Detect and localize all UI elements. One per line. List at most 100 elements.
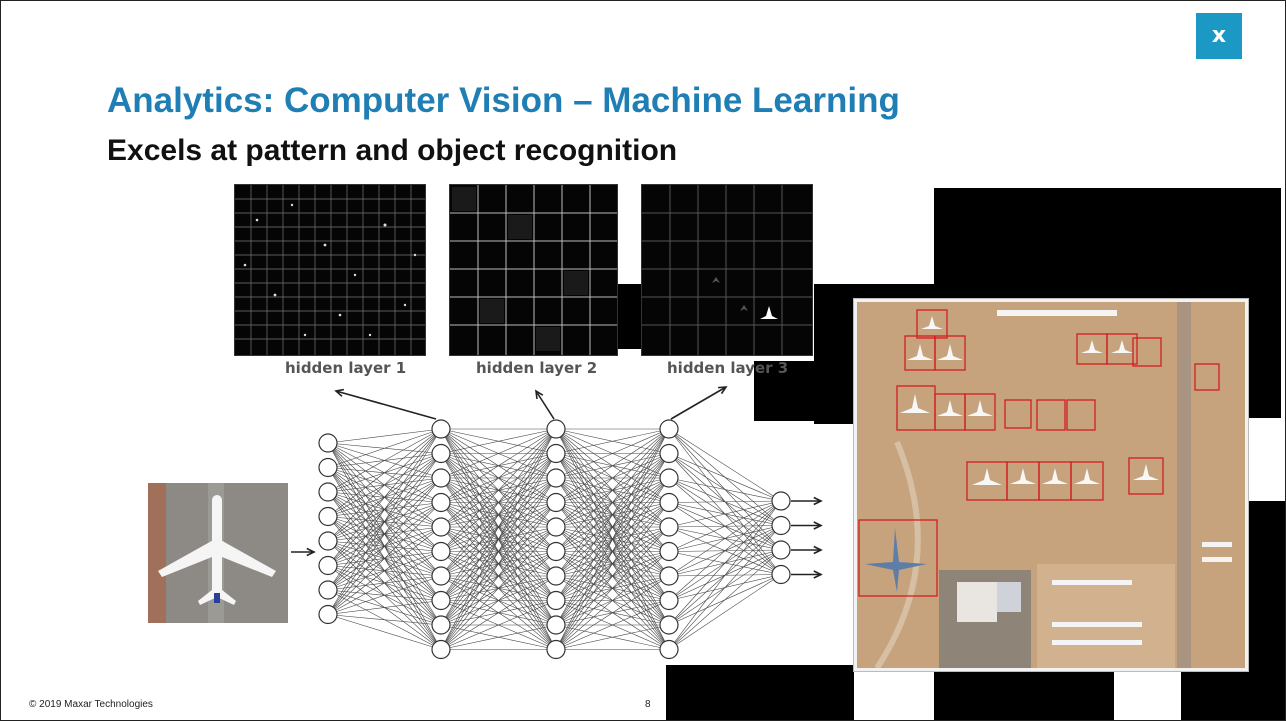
network-node <box>318 482 338 502</box>
network-edge <box>327 453 442 615</box>
network-edge <box>327 614 442 650</box>
footer-copyright: © 2019 Maxar Technologies <box>29 699 153 710</box>
network-node <box>771 515 791 536</box>
network-edge <box>555 526 670 650</box>
network-edge <box>555 428 670 626</box>
network-edge <box>668 574 782 650</box>
network-node <box>318 531 338 551</box>
network-edge <box>668 500 782 528</box>
network-node <box>659 419 679 439</box>
network-edge <box>555 502 670 650</box>
network-edge <box>555 477 670 650</box>
background-block <box>1242 298 1281 418</box>
network-edge <box>668 500 782 552</box>
background-block <box>666 665 854 720</box>
network-node <box>771 564 791 585</box>
network-edge <box>327 600 442 615</box>
background-block <box>934 665 1114 720</box>
background-block <box>1181 665 1285 720</box>
network-edge <box>555 575 670 650</box>
network-edge <box>440 428 557 626</box>
background-block <box>754 361 854 421</box>
network-edge <box>440 526 557 650</box>
input-airplane-image <box>148 483 288 623</box>
network-node <box>318 433 338 453</box>
hidden-layer-label: hidden layer 1 <box>285 359 407 377</box>
satellite-detection-image <box>854 299 1248 671</box>
feature-map-arrow-icon <box>535 389 555 420</box>
network-edge <box>327 428 442 468</box>
network-node <box>546 615 566 635</box>
network-edge <box>555 428 670 479</box>
network-node <box>659 541 679 562</box>
network-edge <box>555 428 670 552</box>
network-edge <box>555 428 670 503</box>
network-node <box>431 443 451 464</box>
network-edge <box>440 428 557 503</box>
network-edge <box>440 428 557 454</box>
network-node <box>546 468 566 488</box>
network-edge <box>440 428 557 650</box>
network-node <box>659 517 679 537</box>
network-node <box>659 590 679 611</box>
network-edge <box>440 428 557 479</box>
network-edge <box>327 477 442 615</box>
network-edge <box>440 502 557 650</box>
network-node <box>659 566 679 586</box>
network-edge <box>327 551 442 615</box>
network-node <box>431 419 451 439</box>
output-arrow-icon <box>791 545 823 555</box>
hidden-layer-label: hidden layer 3 <box>667 359 789 377</box>
network-node <box>771 540 791 560</box>
hidden-layer-label: hidden layer 2 <box>476 359 598 377</box>
network-edge <box>440 477 557 650</box>
network-node <box>546 566 566 586</box>
output-arrow-icon <box>791 521 823 530</box>
output-arrow-icon <box>791 570 823 579</box>
network-edge <box>327 428 442 493</box>
network-edge <box>668 525 782 650</box>
network-edge <box>668 500 782 650</box>
network-edge <box>668 453 782 502</box>
network-node <box>546 590 566 611</box>
network-node <box>431 615 451 635</box>
network-edge <box>327 428 442 542</box>
network-node <box>431 492 451 513</box>
network-edge <box>327 428 442 444</box>
network-edge <box>668 477 782 502</box>
network-edge <box>327 526 442 615</box>
page-number: 8 <box>645 699 651 710</box>
network-edge <box>668 500 782 626</box>
network-edge <box>440 428 557 601</box>
network-edge <box>555 453 670 650</box>
network-edge <box>327 428 442 517</box>
network-node <box>659 639 679 660</box>
network-node <box>431 517 451 537</box>
network-node <box>546 492 566 513</box>
network-edge <box>440 428 557 528</box>
network-node <box>318 555 338 576</box>
network-node <box>431 566 451 586</box>
feature-map-arrow-icon <box>670 386 728 420</box>
network-node <box>659 492 679 513</box>
input-arrow-icon <box>291 547 316 557</box>
network-node <box>318 580 338 600</box>
network-edge <box>327 502 442 615</box>
network-edge <box>555 428 670 454</box>
network-edge <box>327 428 442 591</box>
network-edge <box>440 453 557 650</box>
maxar-logo: x <box>1196 13 1242 59</box>
network-edge <box>327 428 442 566</box>
network-node <box>431 590 451 611</box>
network-edge <box>668 500 782 601</box>
slide-subtitle: Excels at pattern and object recognition <box>107 134 678 167</box>
network-node <box>546 541 566 562</box>
network-node <box>431 639 451 660</box>
network-edge <box>555 428 670 650</box>
background-block <box>934 268 1281 298</box>
network-edge <box>555 428 670 577</box>
network-edge <box>440 428 557 577</box>
background-block <box>1206 188 1281 268</box>
network-node <box>546 419 566 439</box>
